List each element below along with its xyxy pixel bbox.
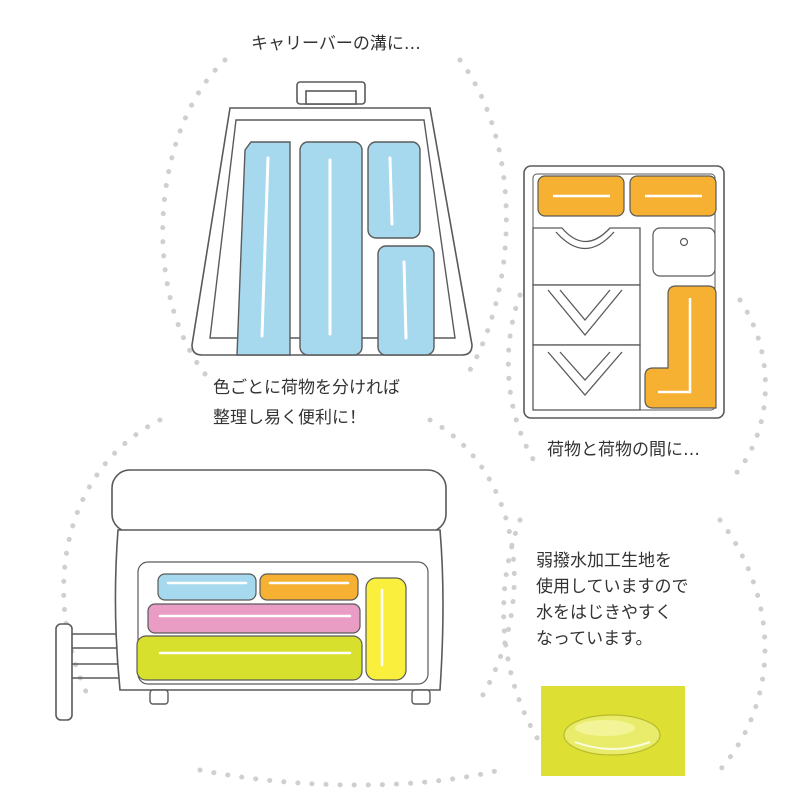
suitcase-handle-icon — [296, 81, 366, 105]
water-caption-line4: なっています。 — [536, 629, 653, 649]
carry-bar-caption: キャリーバーの溝に… — [251, 34, 421, 54]
color-sort-caption-line1: 色ごとに荷物を分ければ — [213, 378, 400, 398]
between-items-caption: 荷物と荷物の間に… — [547, 440, 700, 460]
dress-shirt-icon — [532, 284, 641, 411]
water-droplet-icon — [563, 714, 661, 756]
suitcase-carrybar-view — [191, 81, 473, 356]
suitcase-open-view — [55, 469, 447, 721]
water-caption-line2: 使用していますので — [536, 577, 689, 597]
dotted-circles — [61, 57, 768, 788]
tshirt-icon — [532, 227, 641, 286]
suitcase-between-items-view — [523, 165, 725, 419]
color-sort-caption-line2: 整理し易く便利に！ — [213, 408, 366, 428]
water-repellent-swatch — [541, 686, 685, 776]
water-caption-line1: 弱撥水加工生地を — [536, 551, 672, 571]
water-caption-line3: 水をはじきやすく — [536, 603, 672, 623]
